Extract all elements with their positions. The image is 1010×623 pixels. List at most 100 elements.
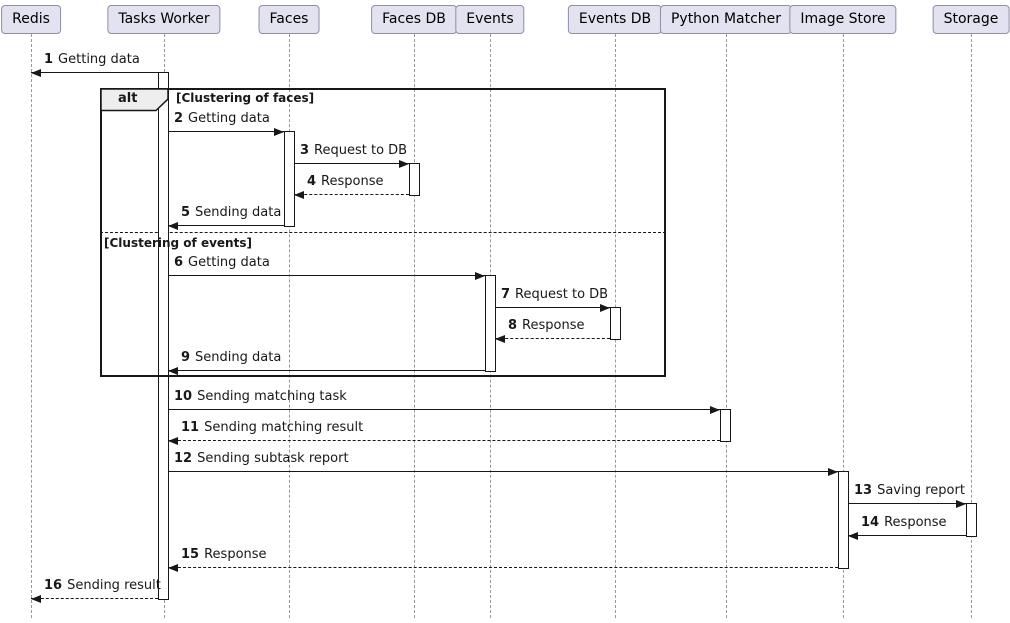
activation-bar-faces-db xyxy=(409,163,420,196)
participant-label-events: Events xyxy=(466,11,514,27)
message-5-text: Sending data xyxy=(195,205,282,220)
message-3-line xyxy=(294,163,409,164)
message-10-arrowhead-icon xyxy=(710,406,720,414)
participant-box-tasks-worker: Tasks Worker xyxy=(107,5,221,34)
message-14-arrowhead-icon xyxy=(848,532,858,540)
message-1-number: 1 xyxy=(44,52,54,67)
message-1-arrowhead-icon xyxy=(31,69,41,77)
message-8-arrowhead-icon xyxy=(495,335,505,343)
message-7-label: 7 Request to DB xyxy=(501,287,608,303)
message-11-text: Sending matching result xyxy=(204,420,364,435)
message-7-text: Request to DB xyxy=(515,287,609,302)
message-4-text: Response xyxy=(321,174,384,189)
message-14-line xyxy=(848,535,966,536)
message-15-arrowhead-icon xyxy=(168,564,178,572)
message-5-number: 5 xyxy=(181,205,191,220)
lifeline-python-matcher xyxy=(726,34,727,618)
participant-label-image-store: Image Store xyxy=(800,11,886,27)
alt-frame-guard-0: [Clustering of faces] xyxy=(176,91,315,105)
participant-label-python-matcher: Python Matcher xyxy=(670,11,782,27)
activation-bar-storage xyxy=(966,503,977,537)
message-12-text: Sending subtask report xyxy=(197,451,349,466)
message-10-label: 10 Sending matching task xyxy=(174,389,347,405)
message-3-number: 3 xyxy=(300,143,310,158)
participant-label-redis: Redis xyxy=(12,11,50,27)
message-1-text: Getting data xyxy=(58,52,140,67)
participant-box-events-db: Events DB xyxy=(567,5,663,34)
lifeline-redis xyxy=(31,34,32,618)
message-5-label: 5 Sending data xyxy=(181,205,281,221)
message-7-arrowhead-icon xyxy=(600,304,610,312)
message-12-label: 12 Sending subtask report xyxy=(174,451,349,467)
message-6-line xyxy=(168,275,485,276)
message-14-number: 14 xyxy=(861,515,880,530)
message-4-label: 4 Response xyxy=(307,174,383,190)
activation-bar-image-store xyxy=(838,471,849,569)
message-10-number: 10 xyxy=(174,389,193,404)
participant-label-tasks-worker: Tasks Worker xyxy=(118,11,210,27)
participant-label-storage: Storage xyxy=(943,11,999,27)
message-6-label: 6 Getting data xyxy=(174,255,270,271)
message-4-number: 4 xyxy=(307,174,317,189)
activation-bar-faces xyxy=(284,131,295,227)
message-2-label: 2 Getting data xyxy=(174,111,270,127)
message-1-line xyxy=(31,72,158,73)
message-9-line xyxy=(168,370,485,371)
message-7-number: 7 xyxy=(501,287,511,302)
participant-box-redis: Redis xyxy=(1,5,61,34)
message-13-label: 13 Saving report xyxy=(854,483,965,499)
message-16-number: 16 xyxy=(44,578,63,593)
message-6-arrowhead-icon xyxy=(475,272,485,280)
participant-box-events: Events xyxy=(455,5,525,34)
participant-label-faces-db: Faces DB xyxy=(382,11,446,27)
message-11-line xyxy=(168,440,720,441)
message-4-line xyxy=(294,194,409,195)
message-2-arrowhead-icon xyxy=(274,128,284,136)
activation-bar-events-db xyxy=(610,307,621,340)
message-5-line xyxy=(168,225,284,226)
participant-box-faces: Faces xyxy=(258,5,320,34)
message-15-number: 15 xyxy=(181,547,200,562)
message-8-text: Response xyxy=(522,318,585,333)
message-4-arrowhead-icon xyxy=(294,191,304,199)
activation-bar-events xyxy=(485,275,496,372)
participant-label-faces: Faces xyxy=(269,11,309,27)
message-16-arrowhead-icon xyxy=(31,595,41,603)
participant-label-events-db: Events DB xyxy=(578,11,652,27)
message-10-text: Sending matching task xyxy=(197,389,347,404)
message-8-number: 8 xyxy=(508,318,518,333)
message-6-text: Getting data xyxy=(188,255,270,270)
message-3-arrowhead-icon xyxy=(399,160,409,168)
message-12-number: 12 xyxy=(174,451,193,466)
participant-box-faces-db: Faces DB xyxy=(371,5,457,34)
participant-box-image-store: Image Store xyxy=(789,5,897,34)
message-15-line xyxy=(168,567,838,568)
message-13-text: Saving report xyxy=(877,483,965,498)
message-8-label: 8 Response xyxy=(508,318,584,334)
message-2-number: 2 xyxy=(174,111,184,126)
message-6-number: 6 xyxy=(174,255,184,270)
alt-frame-divider xyxy=(100,232,666,233)
alt-frame-guard-1: [Clustering of events] xyxy=(104,236,252,250)
message-14-text: Response xyxy=(884,515,947,530)
message-16-line xyxy=(31,598,158,599)
message-8-line xyxy=(495,338,610,339)
message-13-line xyxy=(848,503,966,504)
message-11-label: 11 Sending matching result xyxy=(181,420,363,436)
message-9-arrowhead-icon xyxy=(168,367,178,375)
message-10-line xyxy=(168,409,720,410)
message-12-line xyxy=(168,471,838,472)
lifeline-faces xyxy=(289,34,290,618)
participant-box-storage: Storage xyxy=(932,5,1010,34)
message-13-number: 13 xyxy=(854,483,873,498)
message-14-label: 14 Response xyxy=(861,515,947,531)
message-2-text: Getting data xyxy=(188,111,270,126)
participant-box-python-matcher: Python Matcher xyxy=(659,5,793,34)
message-11-number: 11 xyxy=(181,420,200,435)
message-1-label: 1 Getting data xyxy=(44,52,140,68)
message-5-arrowhead-icon xyxy=(168,222,178,230)
